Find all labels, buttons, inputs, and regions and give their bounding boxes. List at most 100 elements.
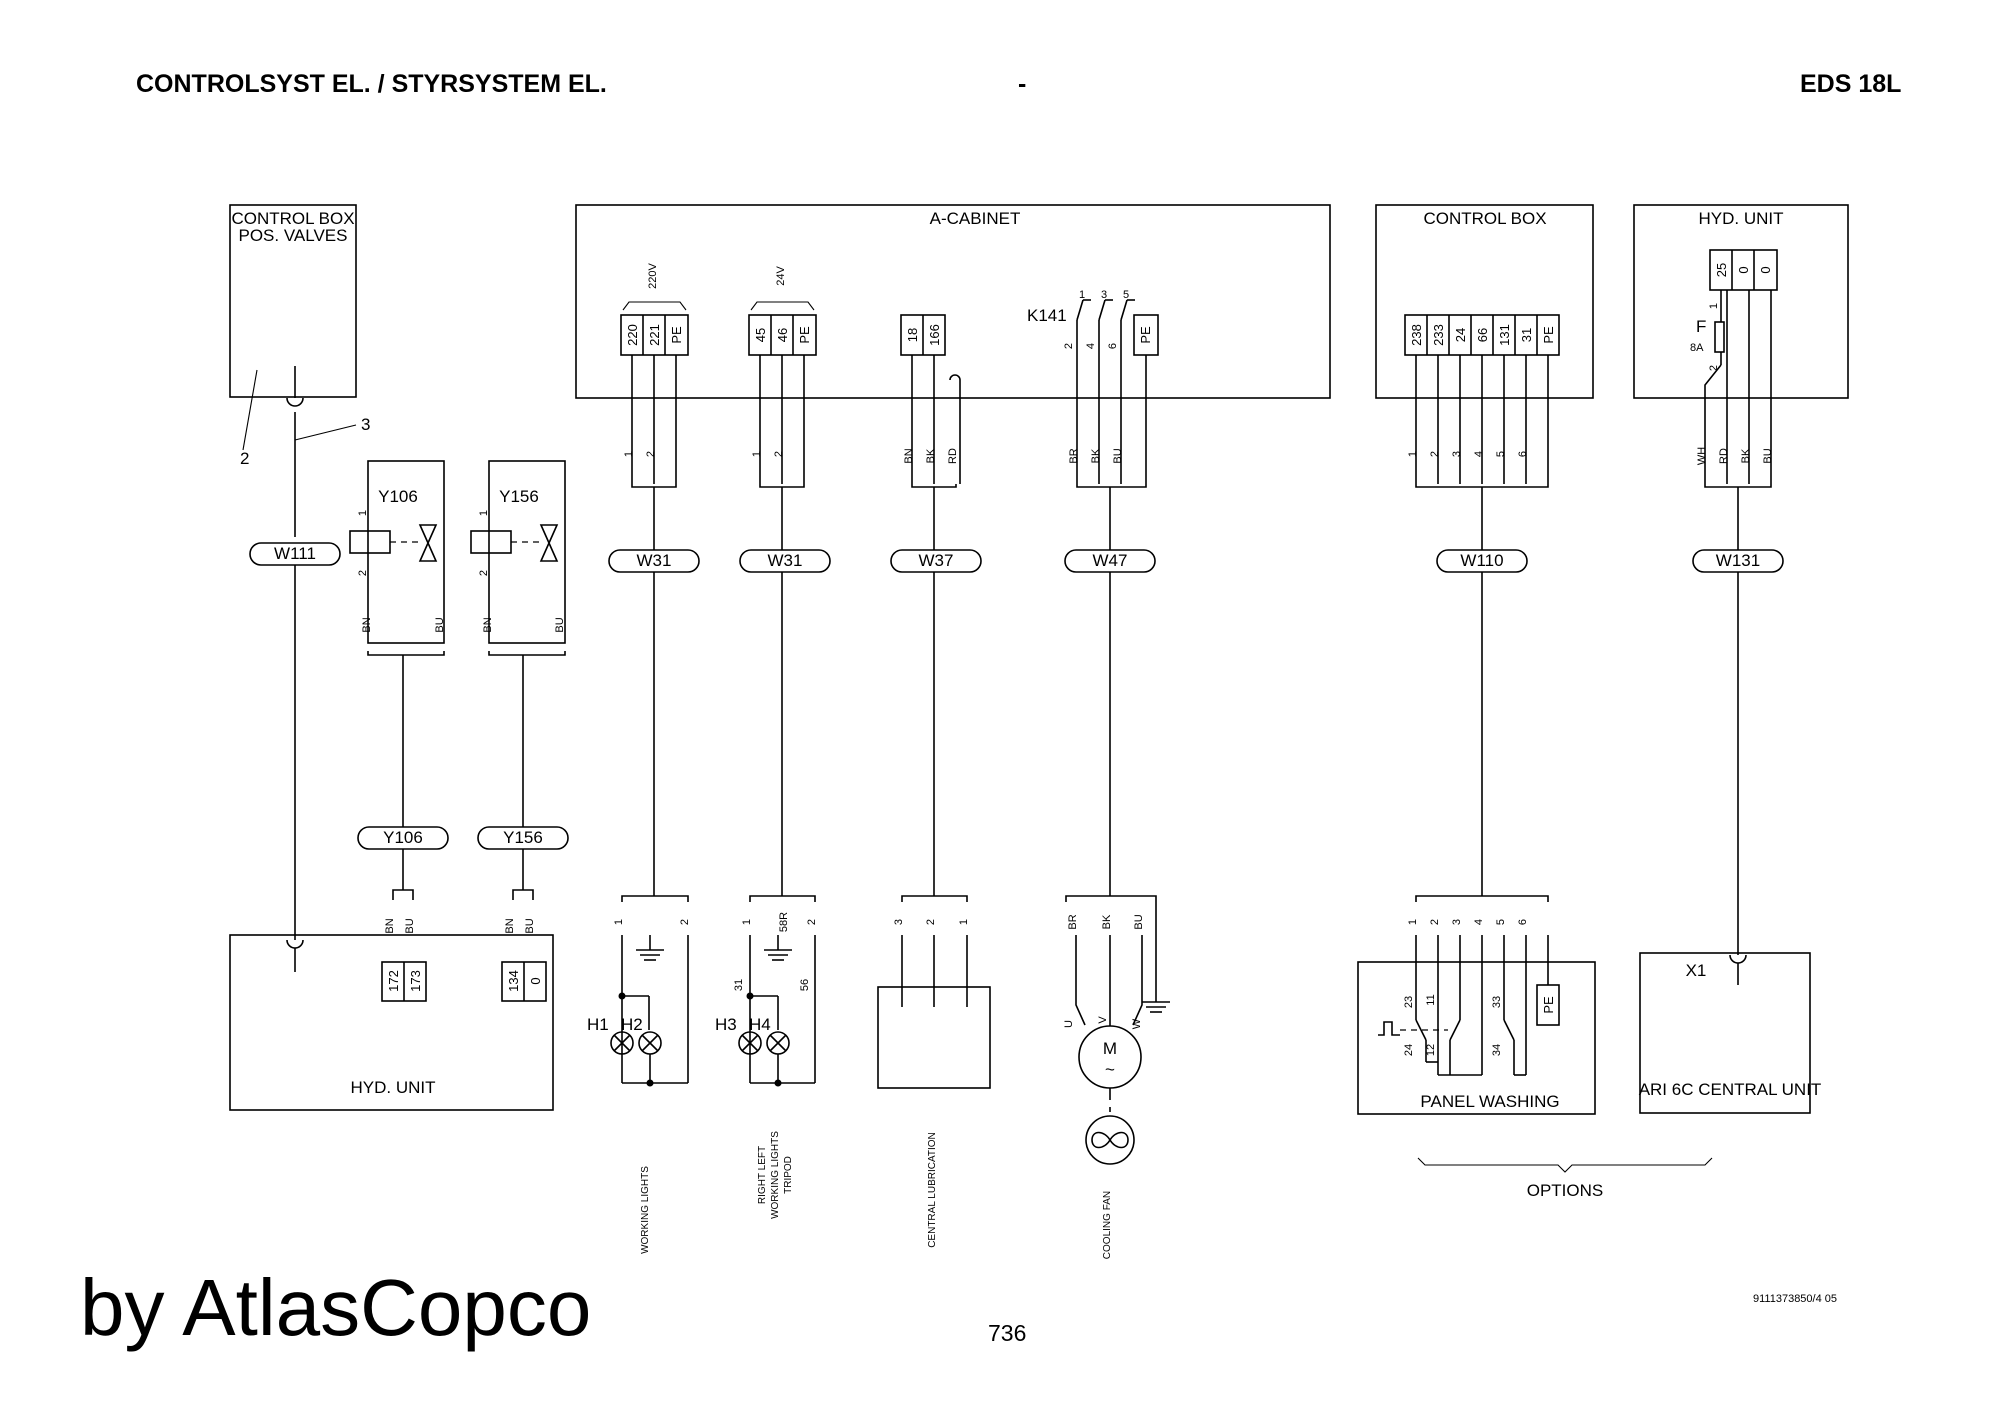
lub-wire-3: 3 xyxy=(893,919,905,925)
brand-logo-text: by AtlasCopco xyxy=(80,1263,592,1352)
w110-wire-1: 1 xyxy=(1407,451,1419,457)
motor-pin-w: W xyxy=(1131,1018,1143,1029)
cable-tag-w37 xyxy=(890,549,982,573)
cable-tag-y106-label: Y106 xyxy=(383,828,423,847)
w31a-bus xyxy=(631,484,677,488)
cable-tag-w31b-label: W31 xyxy=(768,551,803,570)
w110-wire-3: 3 xyxy=(1451,451,1463,457)
w37-bus xyxy=(911,484,957,488)
ari-central-unit-label: ARI 6C CENTRAL UNIT xyxy=(1639,1080,1822,1099)
panel-washing-wiring xyxy=(1378,935,1549,1076)
pw-wire-4: 4 xyxy=(1473,919,1485,925)
relay-pin-6: 6 xyxy=(1107,343,1119,349)
lamp-h3-label: H3 xyxy=(715,1015,737,1034)
lub-wire-1: 1 xyxy=(958,919,970,925)
panel-washing-label: PANEL WASHING xyxy=(1420,1092,1559,1111)
relay-pin-1: 1 xyxy=(1079,289,1085,301)
fan-wire-br: BR xyxy=(1067,914,1079,929)
relay-pin-5: 5 xyxy=(1123,289,1129,301)
options-label: OPTIONS xyxy=(1527,1181,1604,1200)
motor-ac-label: ~ xyxy=(1105,1060,1115,1079)
caption-central-lubrication: CENTRAL LUBRICATION xyxy=(927,1132,938,1248)
valve-y106-wire-bu: BU xyxy=(434,617,446,632)
w47-split xyxy=(1065,895,1157,902)
terminal-66: 66 xyxy=(1475,328,1490,342)
valve-y156-bus xyxy=(488,651,566,656)
fan-icon xyxy=(1085,1115,1135,1165)
w110-wires xyxy=(1415,355,1549,484)
valve-y106-frame xyxy=(367,460,445,644)
caption-working-lights: WORKING LIGHTS xyxy=(640,1166,651,1254)
relay-k141-label: K141 xyxy=(1027,306,1067,325)
terminal-220v-pe: PE xyxy=(669,326,684,344)
valve-y156-wire-bu: BU xyxy=(554,617,566,632)
voltage-24v: 24V xyxy=(775,266,787,286)
terminal-238: 238 xyxy=(1409,324,1424,346)
terminal-cb-pe: PE xyxy=(1541,326,1556,344)
w37-wire-rd: RD xyxy=(947,448,959,464)
callout-line-2 xyxy=(242,369,258,451)
valve-y106-coil xyxy=(349,530,391,554)
terminal-31: 31 xyxy=(1519,328,1534,342)
options-brace xyxy=(1417,1157,1713,1173)
lamp-h1-label: H1 xyxy=(587,1015,609,1034)
valve-y156-frame xyxy=(488,460,566,644)
w110-wire-5: 5 xyxy=(1495,451,1507,457)
valve-y156-pin1: 1 xyxy=(478,510,490,516)
brace-24v xyxy=(750,301,815,311)
a-cabinet-label: A-CABINET xyxy=(930,209,1021,228)
control-box-pos-valves-label-1: CONTROL BOX xyxy=(231,209,354,228)
pw-wire-2: 2 xyxy=(1429,919,1441,925)
w47-wire-br: BR xyxy=(1068,448,1080,463)
pw-contact-24: 24 xyxy=(1403,1044,1415,1056)
cable-tag-w47-label: W47 xyxy=(1093,551,1128,570)
motor-pin-u: U xyxy=(1063,1020,1075,1028)
lub-wire-2: 2 xyxy=(925,919,937,925)
w131-wire-bu: BU xyxy=(1762,448,1774,463)
fuse-pin-1: 1 xyxy=(1708,303,1720,309)
terminal-18: 18 xyxy=(905,328,920,342)
pw-contact-33: 33 xyxy=(1491,996,1503,1008)
cable-tag-w31b xyxy=(739,549,831,573)
w131-wire-rd: RD xyxy=(1718,448,1730,464)
control-box-pos-valves xyxy=(229,204,357,398)
terminal-25-0-0 xyxy=(1709,249,1778,291)
terminal-24v-pe: PE xyxy=(797,326,812,344)
y106-bottom-bu: BU xyxy=(404,918,416,933)
cable-tag-y156-label: Y156 xyxy=(503,828,543,847)
w31b-bus xyxy=(759,484,805,488)
pw-wire-1: 1 xyxy=(1407,919,1419,925)
cable-tag-w131-label: W131 xyxy=(1716,551,1760,570)
fuse-f-label: F xyxy=(1696,317,1706,336)
pw-contact-34: 34 xyxy=(1491,1044,1503,1056)
fuse-wire-wh xyxy=(1704,364,1722,484)
valve-y106-pin2: 2 xyxy=(357,570,369,576)
fan-wire-bu: BU xyxy=(1133,914,1145,929)
w31a-wire-1: 1 xyxy=(623,451,635,457)
w110-wire-4: 4 xyxy=(1473,451,1485,457)
connector-w111-top xyxy=(286,397,304,407)
panel-washing-box xyxy=(1357,961,1596,1115)
cable-tag-w31a-label: W31 xyxy=(637,551,672,570)
terminal-172: 172 xyxy=(386,970,401,992)
hyd-unit-top-box xyxy=(1633,204,1849,399)
w31b-wire-2: 2 xyxy=(773,451,785,457)
terminal-233: 233 xyxy=(1431,324,1446,346)
ground-icon xyxy=(636,949,664,961)
w131-bus xyxy=(1704,484,1772,488)
hyd-unit-top-label: HYD. UNIT xyxy=(1699,209,1784,228)
lamp-h1-icon xyxy=(610,1031,634,1055)
callout-3: 3 xyxy=(361,415,370,434)
wl-wire-2: 2 xyxy=(679,919,691,925)
control-box xyxy=(1375,204,1594,399)
pw-wire-3: 3 xyxy=(1451,919,1463,925)
brace-220v xyxy=(622,301,687,311)
valve-y106-label: Y106 xyxy=(378,487,418,506)
cable-tag-w37-label: W37 xyxy=(919,551,954,570)
cable-tag-w111-label: W111 xyxy=(274,544,316,563)
pw-contact-12: 12 xyxy=(1425,1044,1437,1056)
caption-tripod: TRIPOD xyxy=(783,1156,794,1194)
junction-dot xyxy=(646,1079,654,1087)
fan-wire-bk: BK xyxy=(1101,914,1113,929)
